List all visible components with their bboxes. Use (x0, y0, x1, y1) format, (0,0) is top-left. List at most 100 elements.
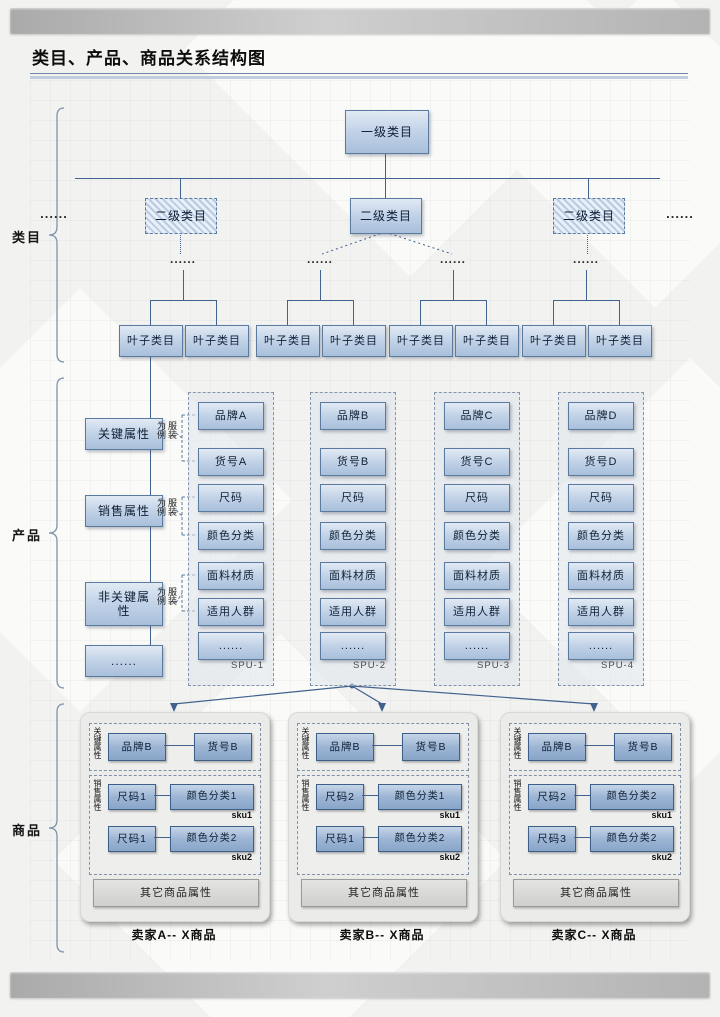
bottom-bar (10, 972, 710, 998)
top-bar (10, 8, 710, 34)
spu-item: 货号B (320, 448, 386, 476)
key-attr-group: 关键属性 品牌B 货号B (297, 723, 469, 771)
node-level2-category: 二级类目 (553, 198, 625, 234)
spu-item: 适用人群 (568, 598, 634, 626)
connector (453, 270, 454, 300)
sku-tag: sku2 (231, 852, 252, 862)
node-leaf-category: 叶子类目 (389, 325, 453, 357)
connector (586, 270, 587, 300)
size-box: 尺码1 (316, 826, 364, 852)
color-box: 颜色分类2 (590, 784, 674, 810)
section-label-category: 类目 (12, 230, 43, 245)
key-attr-group: 关键属性 品牌B 货号B (89, 723, 261, 771)
brand-box: 品牌B (316, 733, 374, 761)
connector (420, 300, 486, 301)
connector (553, 300, 554, 325)
spu-item: 尺码 (568, 484, 634, 512)
spu-item: 品牌A (198, 402, 264, 430)
ellipsis-branch: ...... (169, 252, 196, 266)
spu-item: ...... (568, 632, 634, 660)
item-no-box: 货号B (614, 733, 672, 761)
ellipsis-branch: ...... (572, 252, 599, 266)
spu-item: 颜色分类 (320, 522, 386, 550)
connector (150, 300, 216, 301)
connector (574, 795, 590, 796)
sales-attr-vlabel: 销售属性 (301, 779, 310, 811)
section-label-product: 产品 (12, 528, 43, 543)
spu-item: 面料材质 (320, 562, 386, 590)
brand-box: 品牌B (108, 733, 166, 761)
spu-item: 适用人群 (198, 598, 264, 626)
spu-item: 尺码 (198, 484, 264, 512)
connector (287, 300, 288, 325)
spu-name: SPU-1 (231, 660, 264, 671)
seller-name-b: 卖家B-- X商品 (339, 928, 425, 942)
spu-item: ...... (320, 632, 386, 660)
spu-item: 颜色分类 (444, 522, 510, 550)
spu-item: 品牌C (444, 402, 510, 430)
attr-nonkey: 非关键属性 (85, 582, 163, 626)
note-clothing-example: 服装为例 (156, 587, 177, 605)
connector (574, 837, 590, 838)
connector (180, 178, 181, 198)
page-title: 类目、产品、商品关系结构图 (32, 49, 266, 68)
node-leaf-category: 叶子类目 (119, 325, 183, 357)
spu-item: 面料材质 (568, 562, 634, 590)
brand-box: 品牌B (528, 733, 586, 761)
ellipsis-branch: ...... (306, 252, 333, 266)
sku-tag: sku1 (439, 810, 460, 820)
attr-more: ...... (85, 645, 163, 677)
section-label-goods: 商品 (12, 823, 43, 838)
size-box: 尺码2 (528, 784, 576, 810)
size-box: 尺码3 (528, 826, 576, 852)
seller-card-a: 关键属性 品牌B 货号B 销售属性 尺码1 颜色分类1 sku1 尺码1 颜色分… (80, 712, 270, 922)
connector (150, 300, 151, 325)
key-attr-vlabel: 关键属性 (301, 727, 310, 759)
sales-attr-vlabel: 销售属性 (93, 779, 102, 811)
seller-card-b: 关键属性 品牌B 货号B 销售属性 尺码2 颜色分类1 sku1 尺码1 颜色分… (288, 712, 478, 922)
connector (183, 270, 184, 300)
connector (353, 300, 354, 325)
attr-sales: 销售属性 (85, 495, 163, 527)
sales-attr-group: 销售属性 尺码1 颜色分类1 sku1 尺码1 颜色分类2 sku2 (89, 775, 261, 875)
node-level2-category: 二级类目 (350, 198, 422, 234)
spu-name: SPU-2 (353, 660, 386, 671)
size-box: 尺码1 (108, 826, 156, 852)
sales-attr-vlabel: 销售属性 (513, 779, 522, 811)
seller-name-c: 卖家C-- X商品 (551, 928, 637, 942)
connector (154, 837, 170, 838)
spu-item: ...... (198, 632, 264, 660)
spu-item: 尺码 (444, 484, 510, 512)
other-attrs-box: 其它商品属性 (513, 879, 679, 907)
connector (553, 300, 619, 301)
size-box: 尺码1 (108, 784, 156, 810)
other-attrs-box: 其它商品属性 (93, 879, 259, 907)
color-box: 颜色分类1 (378, 784, 462, 810)
connector (619, 300, 620, 325)
connector (420, 300, 421, 325)
spu-name: SPU-3 (477, 660, 510, 671)
connector (588, 178, 589, 198)
node-leaf-category: 叶子类目 (522, 325, 586, 357)
key-attr-group: 关键属性 品牌B 货号B (509, 723, 681, 771)
connector (362, 795, 378, 796)
note-clothing-example: 服装为例 (156, 421, 177, 439)
sku-tag: sku1 (651, 810, 672, 820)
connector (362, 837, 378, 838)
color-box: 颜色分类1 (170, 784, 254, 810)
connector (372, 745, 402, 746)
spu-item: 货号D (568, 448, 634, 476)
connector (584, 745, 614, 746)
spu-item: 尺码 (320, 484, 386, 512)
spu-item: 品牌B (320, 402, 386, 430)
node-leaf-category: 叶子类目 (256, 325, 320, 357)
connector (164, 745, 194, 746)
node-leaf-category: 叶子类目 (322, 325, 386, 357)
color-box: 颜色分类2 (378, 826, 462, 852)
node-leaf-category: 叶子类目 (588, 325, 652, 357)
sku-tag: sku2 (651, 852, 672, 862)
sales-attr-group: 销售属性 尺码2 颜色分类1 sku1 尺码1 颜色分类2 sku2 (297, 775, 469, 875)
note-clothing-example: 服装为例 (156, 498, 177, 516)
spu-item: 适用人群 (444, 598, 510, 626)
